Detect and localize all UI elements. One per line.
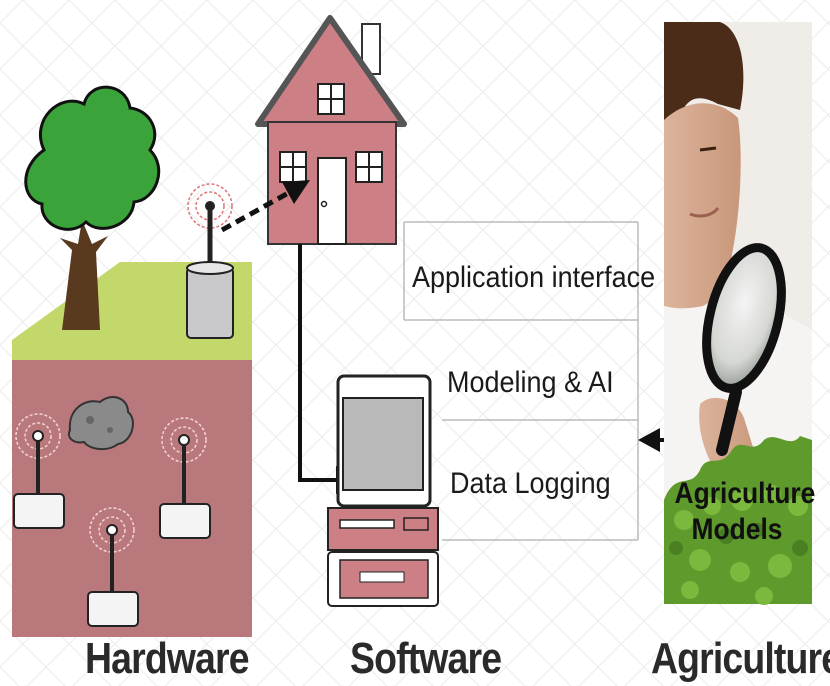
- computer-icon: [327, 374, 439, 607]
- rock-icon: [68, 396, 134, 450]
- magnifying-glass-icon: [702, 243, 786, 456]
- section-title-agriculture: Agriculture: [651, 634, 830, 683]
- underground-sensor-node-icon: [159, 417, 211, 539]
- layer-application-interface: Application interface: [412, 261, 656, 294]
- plant-foliage: [664, 436, 812, 605]
- section-title-software: Software: [350, 634, 502, 683]
- surface-sensor-node-icon: [186, 183, 234, 339]
- wireless-link-arrow: [220, 180, 310, 233]
- agriculture-models-label: Agriculture Models: [674, 476, 816, 548]
- layer-modeling-ai: Modeling & AI: [447, 366, 614, 399]
- agriculture-models-line2: Models: [691, 513, 783, 546]
- agriculture-models-line1: Agriculture: [674, 477, 816, 510]
- underground-sensor-node-icon: [13, 413, 65, 529]
- house-icon: [255, 15, 407, 245]
- underground-sensor-node-icon: [87, 507, 139, 627]
- software-stack-box: [403, 221, 639, 541]
- person-face: [664, 103, 741, 310]
- tree-icon: [24, 85, 161, 330]
- section-title-hardware: Hardware: [85, 634, 250, 683]
- layer-data-logging: Data Logging: [450, 467, 611, 500]
